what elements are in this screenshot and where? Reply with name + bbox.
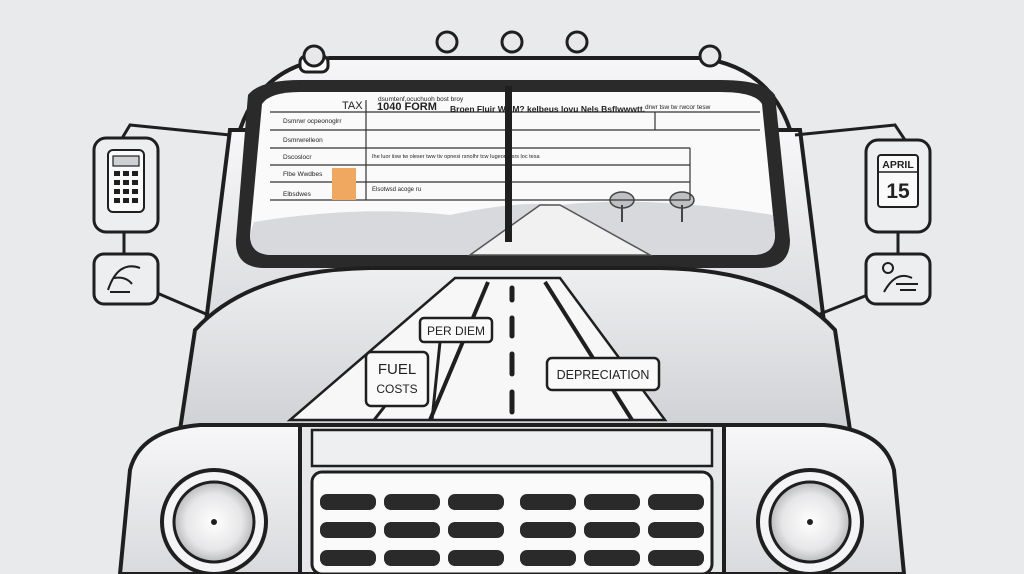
roof-lights bbox=[298, 30, 722, 74]
left-headlight bbox=[160, 468, 268, 574]
form-row-label-1: Dsmrwr ocpeonoglrr bbox=[283, 118, 342, 125]
form-row-label-4: Flbe Wwdbes bbox=[283, 171, 323, 178]
sign-fuel-line2: COSTS bbox=[376, 382, 417, 396]
right-headlight bbox=[756, 468, 864, 574]
calendar-icon bbox=[877, 154, 919, 208]
right-lower-mirror bbox=[864, 252, 932, 306]
form-title: 1040 FORM bbox=[377, 101, 437, 113]
form-scribble-middle: Ihe luor iisw tw oleser tww tiv opnesi r… bbox=[372, 154, 540, 160]
sign-depreciation-label: DEPRECIATION bbox=[557, 368, 650, 382]
form-highlight-cell bbox=[332, 168, 356, 200]
form-row-label-5: Elbsdwes bbox=[283, 191, 312, 198]
tax-form-overlay bbox=[270, 100, 760, 201]
calendar-month: APRIL bbox=[882, 159, 914, 171]
form-scribble-right: drwr tsw tw rwcor tesw bbox=[645, 104, 711, 111]
calculator-icon bbox=[107, 149, 145, 213]
form-row-label-3: Dscoslocr bbox=[283, 154, 312, 161]
sign-fuel-line1: FUEL bbox=[378, 361, 416, 378]
grille-slots bbox=[320, 494, 704, 566]
form-scribble-lower: Elsotwsd acoge ru bbox=[372, 187, 421, 193]
form-tax-label: TAX bbox=[342, 100, 363, 112]
calendar-day: 15 bbox=[886, 180, 910, 203]
windshield-divider bbox=[505, 86, 512, 242]
mirror-icon bbox=[92, 252, 160, 306]
form-scribble-top: dsumtenf,ocuchuoh bost broy bbox=[378, 96, 464, 103]
form-scribble-heading: Broen Fluir WOM? kelbeus lovu Nels Bsflw… bbox=[450, 104, 645, 114]
form-row-label-2: Dsmrwrelleon bbox=[283, 137, 323, 144]
sign-per-diem-label: PER DIEM bbox=[427, 324, 485, 338]
sign-depreciation bbox=[545, 356, 661, 392]
sign-fuel-costs bbox=[364, 350, 430, 421]
sign-per-diem bbox=[418, 316, 494, 421]
